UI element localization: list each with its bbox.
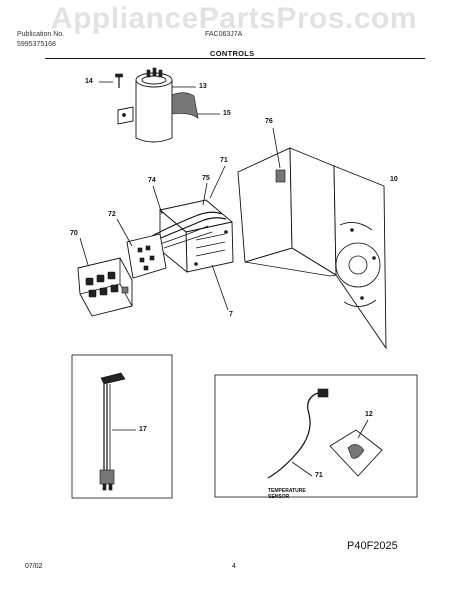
callout-10: 10	[390, 176, 398, 183]
callout-74: 74	[148, 177, 156, 184]
control-board-icon	[116, 218, 167, 279]
callout-7: 7	[229, 311, 233, 318]
control-box-icon	[151, 165, 234, 311]
callout-72: 72	[108, 211, 116, 218]
figure-id: P40F2025	[347, 540, 398, 552]
sensor-holder-icon	[329, 419, 383, 477]
sensor-inset-box	[214, 374, 418, 498]
callout-70: 70	[70, 230, 78, 237]
callout-17: 17	[139, 426, 147, 433]
temperature-sensor-icon	[267, 388, 329, 479]
publication-number: 5995375168	[17, 41, 56, 48]
harness-inset-box	[71, 354, 173, 499]
callout-13: 13	[199, 83, 207, 90]
control-panel-bracket-icon	[237, 127, 387, 350]
footer-page-number: 4	[232, 563, 236, 570]
callout-76: 76	[265, 118, 273, 125]
wire-harness-icon	[99, 372, 136, 491]
page-title: CONTROLS	[210, 49, 255, 58]
callout-15: 15	[223, 110, 231, 117]
sensor-label: TEMPERATURE SENSOR	[268, 488, 306, 500]
header-rule	[45, 58, 425, 59]
watermark-text: AppliancePartsPros.com	[50, 2, 418, 35]
callout-75: 75	[202, 175, 210, 182]
publication-label: Publication No.	[17, 31, 65, 38]
model-number: FAC063J7A	[205, 31, 243, 38]
callout-71: 71	[220, 157, 228, 164]
capacitor-icon	[99, 67, 220, 143]
footer-date: 07/02	[25, 563, 43, 570]
callout-14: 14	[85, 78, 93, 85]
callout-12: 12	[365, 411, 373, 418]
keypad-panel-icon	[77, 237, 133, 317]
callout-71-sensor: 71	[315, 472, 323, 479]
